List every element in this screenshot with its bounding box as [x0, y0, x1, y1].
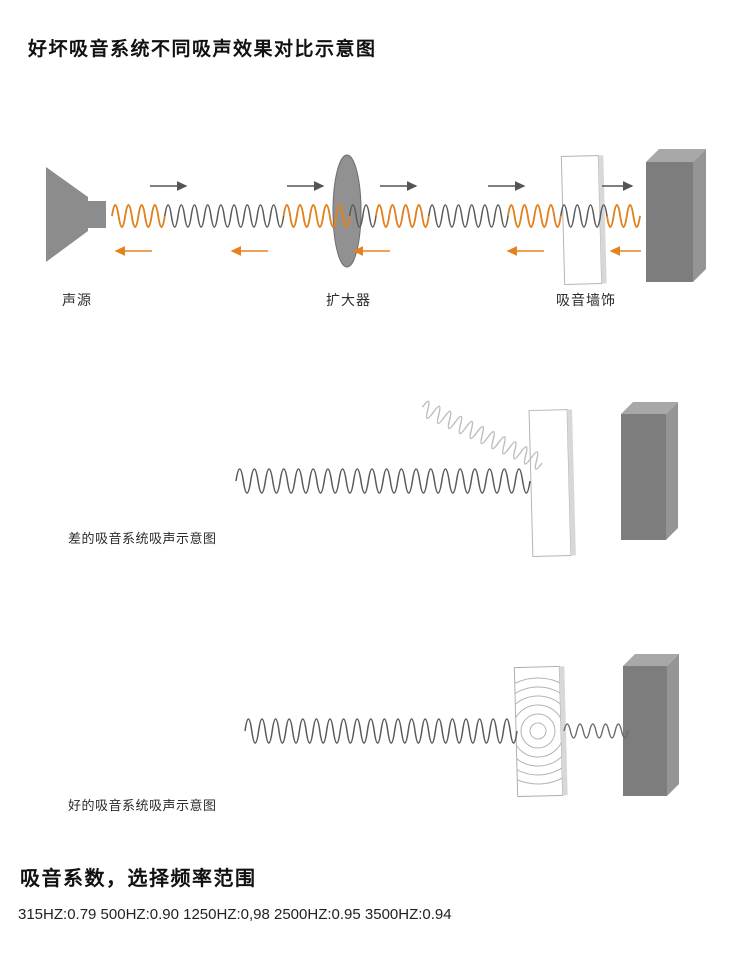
page-title: 好坏吸音系统不同吸声效果对比示意图: [28, 39, 377, 60]
slab-top-face: [621, 402, 678, 414]
slab-top-face: [623, 654, 679, 666]
wall-slab-gray-2: [621, 402, 678, 540]
label-sound-source: 声源: [62, 292, 92, 308]
diagram-good-system: [244, 654, 679, 798]
wall-slab-gray-1: [646, 149, 706, 282]
panel-side: [567, 409, 576, 556]
sound-wave-main: [111, 204, 641, 228]
ripple-circle: [514, 677, 563, 785]
sound-wave-orange-segment: [606, 204, 641, 228]
diagram-top-row: [46, 149, 706, 285]
absorption-coefficients: 315HZ:0.79 500HZ:0.90 1250HZ:0,98 2500HZ…: [18, 906, 452, 923]
reflected-wave-group: [421, 400, 543, 470]
speaker-driver: [88, 201, 106, 228]
slab-right-face: [667, 654, 679, 796]
sound-wave-orange-segment: [111, 204, 166, 228]
panel-side: [598, 155, 607, 284]
absorption-ripples: [514, 677, 563, 785]
ripple-circle: [514, 695, 563, 767]
sound-wave-orange-segment: [282, 204, 351, 228]
transmitted-wave: [563, 723, 629, 739]
caption-good-system: 好的吸音系统吸声示意图: [68, 798, 217, 813]
label-absorbing-wall: 吸音墙饰: [556, 292, 616, 308]
diagram-bad-system: [235, 400, 678, 558]
ripple-circle: [514, 704, 563, 758]
speaker-horn: [46, 167, 88, 262]
amplifier-lens-shape: [332, 154, 362, 268]
ripple-circle: [529, 722, 547, 740]
ripple-circle: [520, 713, 556, 749]
reflected-wave: [421, 400, 543, 470]
ripple-circle: [514, 686, 563, 776]
label-amplifier: 扩大器: [326, 292, 371, 308]
slab-front-face: [646, 162, 693, 282]
slab-front-face: [623, 666, 667, 796]
speaker-icon: [46, 167, 106, 262]
section-heading: 吸音系数，选择频率范围: [20, 868, 257, 890]
incident-wave: [244, 718, 518, 744]
slab-right-face: [693, 149, 706, 282]
slab-right-face: [666, 402, 678, 540]
panel-front: [528, 409, 572, 558]
caption-bad-system: 差的吸音系统吸声示意图: [68, 531, 217, 546]
sound-wave-orange-segment: [507, 204, 562, 228]
slab-front-face: [621, 414, 666, 540]
slab-top-face: [646, 149, 706, 162]
wall-slab-gray-3: [623, 654, 679, 796]
incident-wave: [235, 468, 531, 494]
absorber-panel-white-3: [513, 665, 568, 798]
sound-wave-orange-segment: [375, 204, 430, 228]
absorber-panel-white-2: [528, 409, 576, 558]
